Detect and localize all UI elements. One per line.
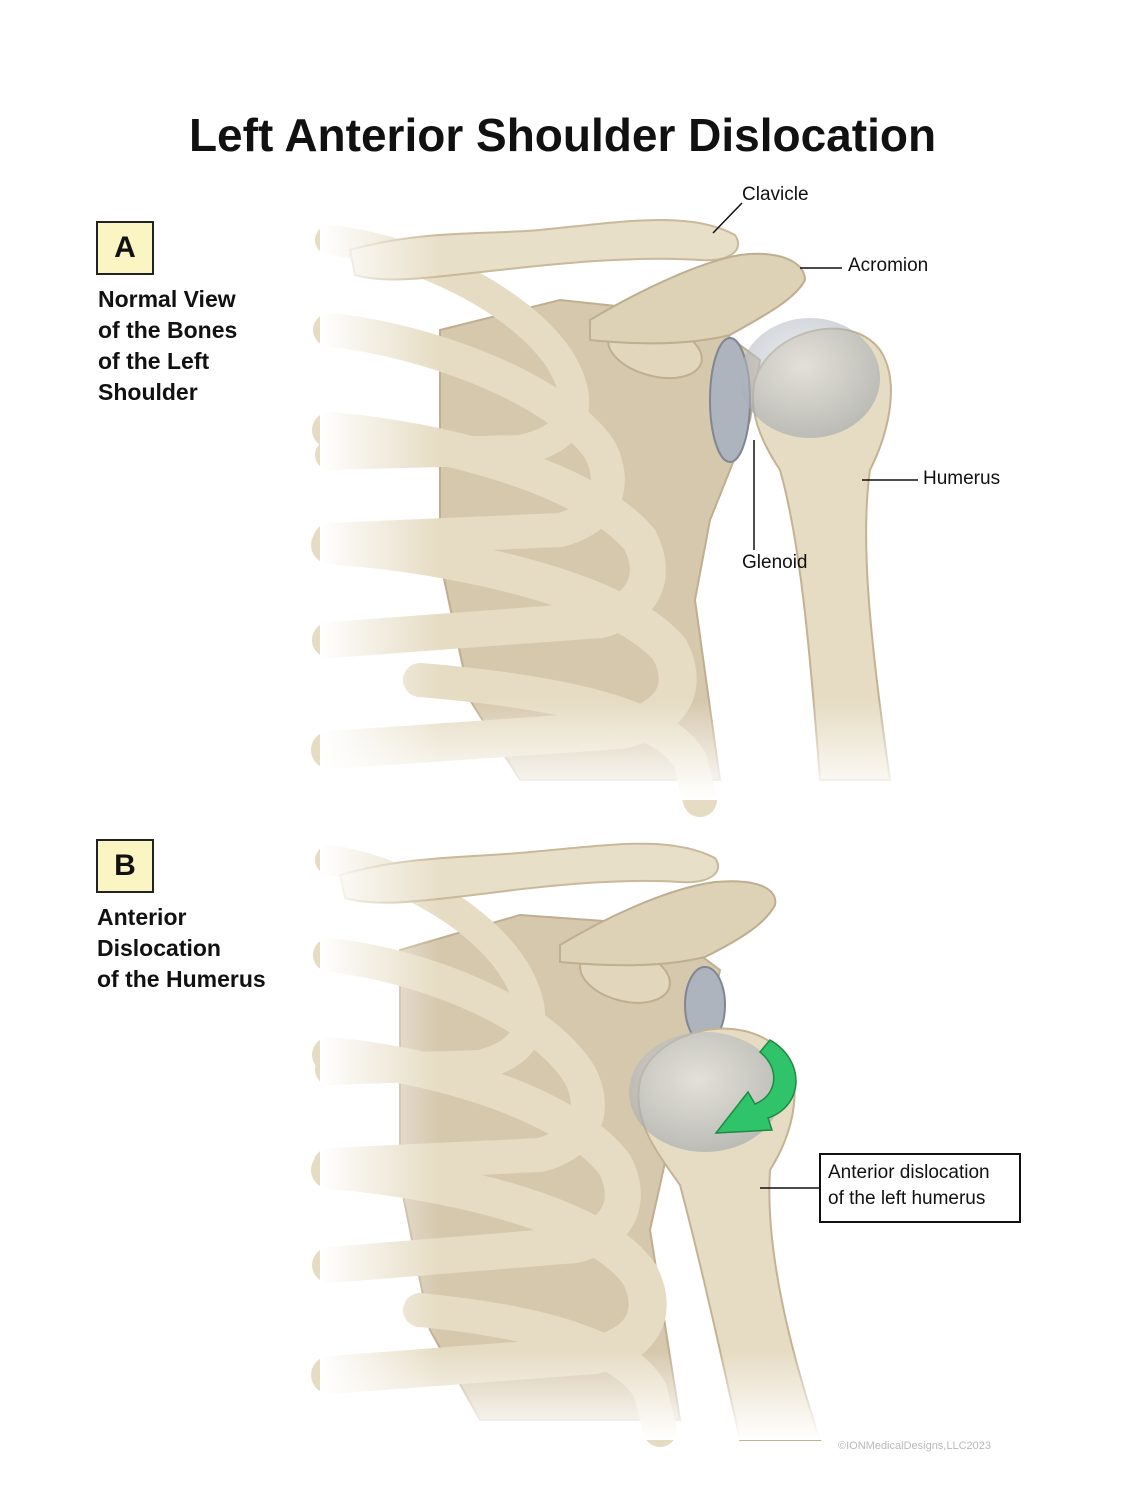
acromion-b [559,880,777,967]
glenoid-a [709,337,751,463]
acromion-label: Acromion [848,255,929,276]
dislocation-arrow-icon [714,1039,797,1134]
panel-a-caption-line-1: Normal View [98,286,236,312]
panel-a-leaders [712,202,918,550]
panel-b-caption-line-1: Anterior [97,904,187,930]
clavicle-a [348,219,740,281]
clavicle-label: Clavicle [742,184,809,205]
panel-a-caption-line-2: of the Bones [98,317,238,343]
acromion-a [589,252,807,345]
humerus-a [751,327,892,781]
panel-a-caption: Normal View of the Bones of the Left Sho… [98,284,237,408]
glenoid-label: Glenoid [742,552,808,573]
panel-a-caption-line-4: Shoulder [98,379,198,405]
copyright-text: ©IONMedicalDesigns,LLC2023 [838,1440,992,1452]
panel-a-caption-line-3: of the Left [98,348,210,374]
callout-line-1: Anterior dislocation [828,1162,990,1183]
humeral-head-b [629,1032,781,1152]
humeral-head-a [740,318,880,438]
page-title: Left Anterior Shoulder Dislocation [188,109,937,161]
panel-b-caption-line-3: of the Humerus [97,966,266,992]
callout-line-2: of the left humerus [828,1188,986,1209]
humerus-label: Humerus [923,468,1001,489]
panel-b-letter-box: B [96,839,154,893]
panel-a-illustration [311,180,920,817]
clavicle-leader [712,202,743,234]
panel-a-letter-box: A [96,221,154,275]
panel-b-caption: Anterior Dislocation of the Humerus [97,902,266,995]
panel-b-caption-line-2: Dislocation [97,935,221,961]
panel-b-illustration [311,830,920,1447]
dislocation-callout: Anterior dislocation of the left humerus [819,1153,1021,1223]
